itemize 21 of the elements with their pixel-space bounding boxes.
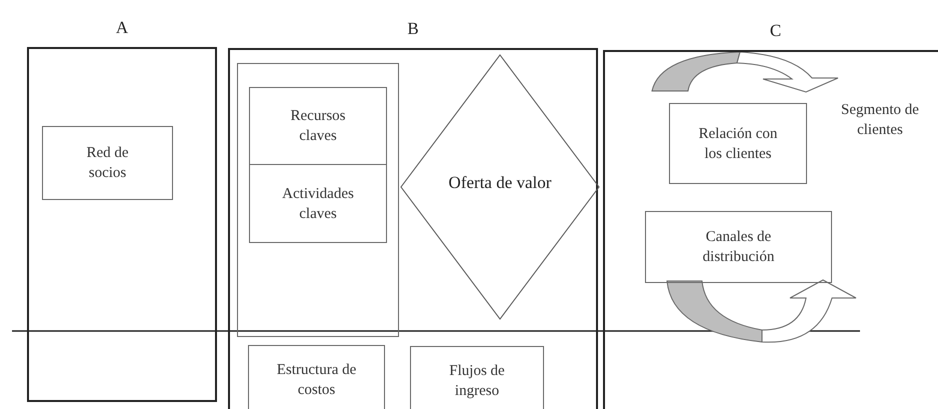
block-label: Canales de distribución — [702, 228, 776, 267]
block-label: Estructura de costos — [276, 361, 358, 400]
block-box — [645, 211, 832, 283]
block-box — [249, 87, 387, 165]
value-text: Oferta de valor — [448, 172, 552, 194]
block-label: Recursos claves — [290, 107, 346, 146]
group-box — [237, 63, 399, 337]
block-box — [248, 345, 385, 409]
block-box — [42, 126, 173, 200]
segment-label: Segmento de clientes — [840, 101, 920, 140]
block-label: Actividades claves — [281, 184, 355, 224]
block-label: Flujos de ingreso — [448, 362, 506, 401]
block-label: Relación con los clientes — [698, 124, 778, 164]
panel-heading: B — [406, 20, 420, 37]
block-label: Red de socios — [85, 144, 130, 183]
block-box — [669, 103, 807, 184]
block-box — [249, 165, 387, 243]
block-box — [410, 346, 544, 409]
panel-heading: C — [768, 22, 782, 39]
panel-heading: A — [114, 19, 130, 36]
value-diamond — [400, 54, 600, 320]
